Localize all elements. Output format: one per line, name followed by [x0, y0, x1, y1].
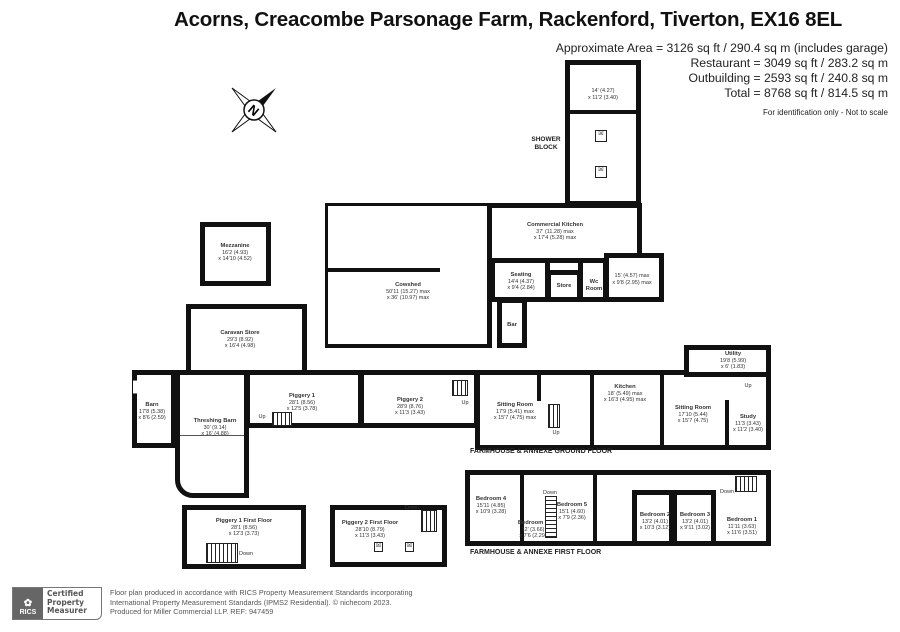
stairs: [206, 543, 238, 563]
wall: [660, 373, 664, 448]
wall: [328, 268, 440, 272]
wall: [593, 473, 597, 543]
stairs-down-label: Down: [238, 551, 254, 557]
bar-label: Bar: [507, 322, 517, 328]
stairs-up-label: Up: [258, 414, 266, 420]
room-barn: [132, 370, 176, 448]
window: [133, 380, 137, 394]
wc-label: Wc Room: [585, 279, 603, 292]
footer-line: Produced for Miller Commercial LLP. REF:…: [110, 607, 274, 616]
area-summary: Approximate Area = 3126 sq ft / 290.4 sq…: [556, 41, 888, 120]
stairs: [452, 380, 468, 396]
stairs-up-label: Up: [552, 430, 560, 436]
stairs-up-label: Up: [744, 383, 752, 389]
rics-logo-icon: ✿: [23, 598, 33, 609]
skylight: ☒: [405, 542, 414, 552]
stairs: [421, 510, 437, 532]
room-cowshed: [325, 203, 492, 348]
room-caravan-store: [186, 304, 307, 372]
stairs-down-label: Down: [404, 505, 420, 511]
approximate-area: Approximate Area = 3126 sq ft / 290.4 sq…: [555, 41, 888, 55]
shower-tray: ☒: [595, 166, 607, 178]
room-utility: [684, 345, 771, 377]
room-mezzanine: [200, 222, 271, 286]
wall: [568, 110, 638, 114]
room-15ft: [604, 253, 664, 302]
farmhouse-ground-floor: [475, 370, 771, 450]
badge-line: Property: [47, 597, 84, 607]
badge-line: Measurer: [47, 606, 87, 615]
badge-line: Certified: [47, 589, 84, 598]
footer-disclaimer: Floor plan produced in accordance with R…: [110, 588, 413, 617]
shower-tray: ☒: [595, 130, 607, 142]
wall: [590, 373, 594, 448]
stairs-down-label: Down: [542, 490, 558, 496]
restaurant-area: Restaurant = 3049 sq ft / 283.2 sq m: [690, 56, 889, 70]
footer-line: International Property Measurement Stand…: [110, 597, 392, 607]
room-piggery-1-first-floor: [182, 505, 306, 569]
wall: [725, 400, 729, 448]
room-threshing-barn: [175, 370, 249, 498]
room-bedroom-2: [632, 490, 674, 546]
stairs-down-label: Down: [719, 489, 735, 495]
stairs: [545, 496, 557, 538]
wall: [520, 473, 524, 543]
store-label: Store: [556, 283, 572, 289]
room-bar: [497, 298, 527, 348]
total-area: Total = 8768 sq ft / 814.5 sq m: [724, 86, 888, 100]
farmhouse-first-floor: [465, 470, 771, 546]
shower-room-label: 14' (4.27)x 11'2 (3.40): [588, 88, 618, 101]
outbuilding-area: Outbuilding = 2593 sq ft / 240.8 sq m: [688, 71, 888, 85]
room-bedroom-3: [672, 490, 716, 546]
stairs-up-label: Up: [461, 400, 469, 406]
scale-note: For identification only - Not to scale: [763, 108, 888, 117]
ground-floor-label: FARMHOUSE & ANNEXE GROUND FLOOR: [470, 448, 613, 455]
divider: [180, 435, 244, 436]
footer-line: Floor plan produced in accordance with R…: [110, 588, 413, 597]
wall: [537, 373, 541, 401]
stairs: [735, 476, 757, 492]
shower-block-label: SHOWER BLOCK: [531, 136, 561, 151]
first-floor-label: FARMHOUSE & ANNEXE FIRST FLOOR: [470, 549, 602, 556]
skylight: ☒: [374, 542, 383, 552]
property-title: Acorns, Creacombe Parsonage Farm, Racken…: [174, 8, 843, 31]
compass-icon: N: [231, 87, 277, 133]
stairs: [548, 404, 560, 428]
stairs: [272, 412, 292, 426]
rics-text: RICS: [19, 609, 37, 616]
room-piggery-2: [359, 370, 479, 428]
